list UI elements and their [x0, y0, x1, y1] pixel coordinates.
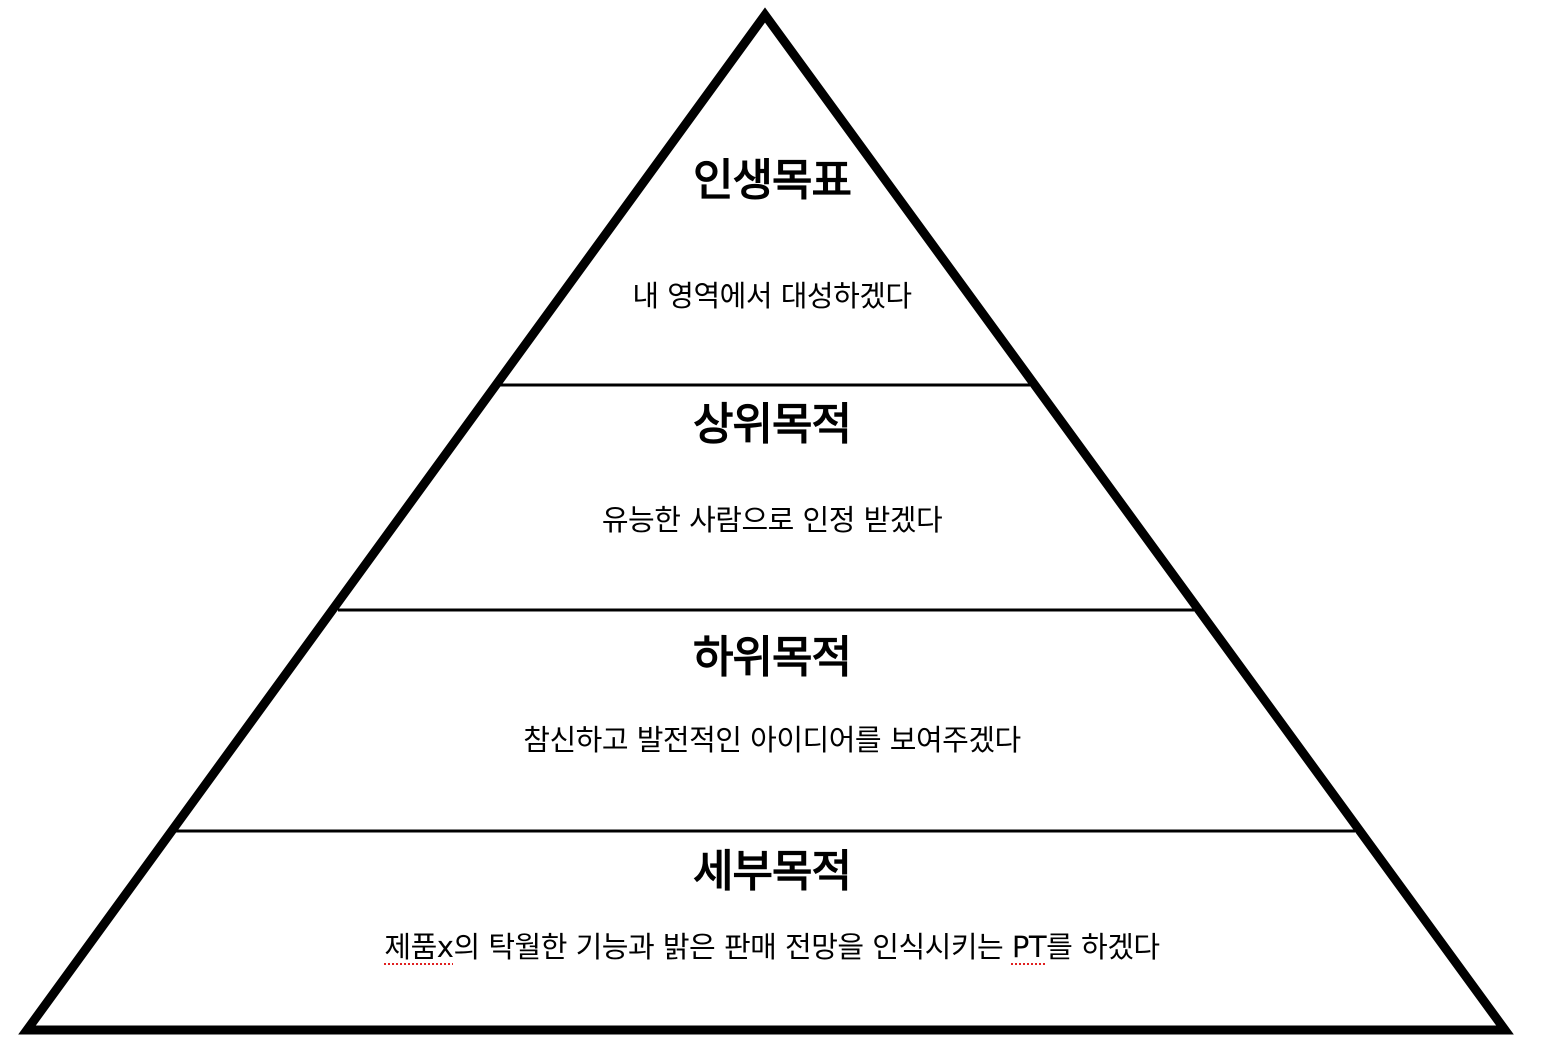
level-title: 인생목표 [693, 155, 852, 206]
level-description: 참신하고 발전적인 아이디어를 보여주겠다 [523, 723, 1021, 757]
level-description: 제품x의 탁월한 기능과 밝은 판매 전망을 인식시키는 PT를 하겠다 [0, 929, 1544, 965]
description-text: 의 탁월한 기능과 밝은 판매 전망을 인식시키는 [453, 930, 1012, 964]
level-description: 유능한 사람으로 인정 받겠다 [601, 503, 943, 537]
spellcheck-word[interactable]: PT [1011, 930, 1047, 964]
pyramid-outline [18, 7, 1514, 1035]
level-title: 세부목적 [693, 846, 852, 897]
level-title: 상위목적 [693, 399, 852, 450]
spellcheck-word[interactable]: 제품x [384, 930, 454, 964]
level-description: 내 영역에서 대성하겠다 [632, 279, 912, 313]
description-text: 를 하겠다 [1046, 930, 1160, 964]
level-title: 하위목적 [693, 632, 852, 683]
